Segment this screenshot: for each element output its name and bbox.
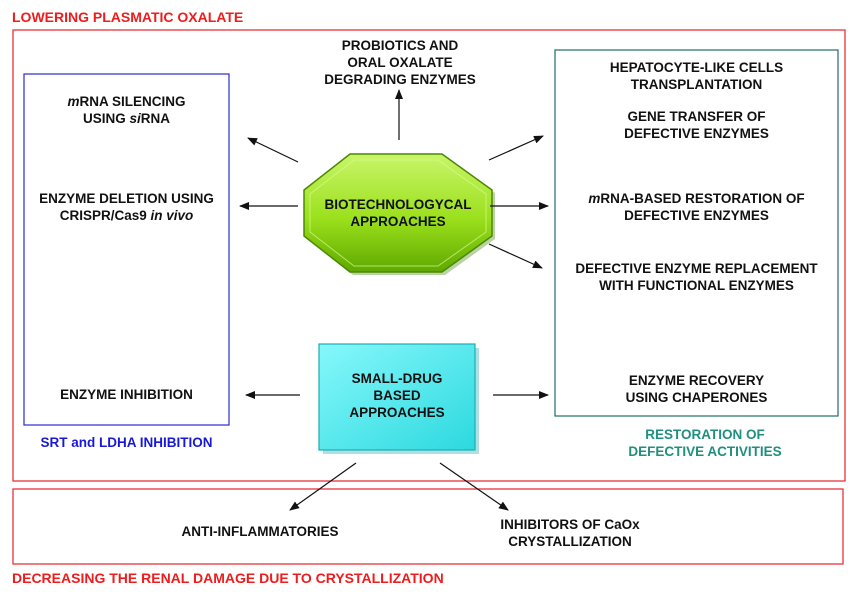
enzyme-recovery-label: ENZYME RECOVERY USING CHAPERONES: [625, 373, 768, 405]
left-panel-frame: [23, 73, 230, 426]
right-panel-caption: RESTORATION OF DEFECTIVE ACTIVITIES: [628, 427, 782, 459]
probiotics-label: PROBIOTICS AND ORAL OXALATE DEGRADING EN…: [324, 38, 476, 87]
arrow-to-inhibitors: [439, 462, 509, 511]
biotech-label: BIOTECHNOLOGYCAL APPROACHES: [324, 197, 472, 229]
small-drug-box: [318, 343, 479, 454]
bottom-title: DECREASING THE RENAL DAMAGE DUE TO CRYST…: [12, 570, 444, 586]
replacement-label: DEFECTIVE ENZYME REPLACEMENT WITH FUNCTI…: [575, 261, 818, 293]
top-title: LOWERING PLASMATIC OXALATE: [12, 9, 244, 25]
arrow-to-replacement: [488, 243, 543, 269]
enzyme-inhibition-label: ENZYME INHIBITION: [60, 387, 193, 402]
arrow-to-gene-transfer: [488, 135, 544, 161]
arrow-to-mrna-silencing: [247, 137, 299, 163]
inhibitors-label: INHIBITORS OF CaOx CRYSTALLIZATION: [500, 517, 640, 549]
gene-transfer-label: GENE TRANSFER OF DEFECTIVE ENZYMES: [624, 109, 769, 141]
outer-frame-bottom: [12, 488, 844, 565]
outer-frame-top: [12, 29, 846, 482]
hepatocyte-label: HEPATOCYTE-LIKE CELLS TRANSPLANTATION: [609, 60, 784, 92]
right-panel-frame: [554, 49, 839, 417]
small-drug-label: SMALL-DRUG BASED APPROACHES: [349, 371, 445, 420]
left-panel-caption: SRT and LDHA INHIBITION: [40, 435, 213, 450]
anti-inflammatories-label: ANTI-INFLAMMATORIES: [181, 524, 339, 539]
mrna-silencing-label: mRNA SILENCING USING siRNA: [67, 94, 186, 126]
crispr-label: ENZYME DELETION USING CRISPR/Cas9 in viv…: [39, 191, 214, 223]
arrow-to-anti-inflammatories: [289, 462, 357, 511]
biotech-octagon: [303, 153, 495, 275]
mrna-restoration-label: mRNA-BASED RESTORATION OF DEFECTIVE ENZY…: [588, 191, 805, 223]
